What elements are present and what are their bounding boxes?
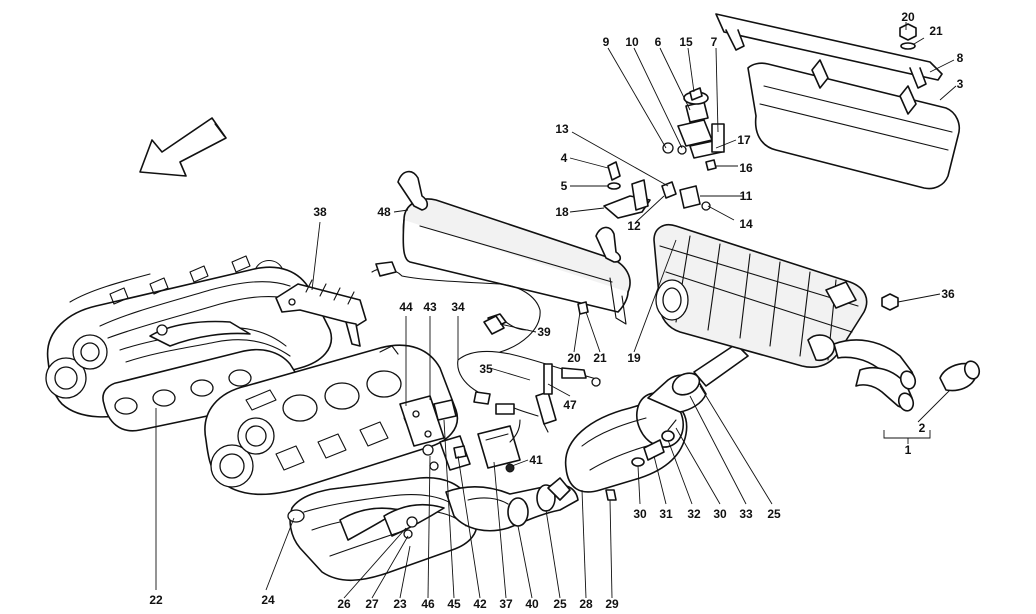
arrow-icon [139,117,227,177]
leader-lines [155,22,957,599]
callout-28: 28 [579,597,593,611]
callout-34: 34 [451,300,465,314]
callout-30-left: 30 [633,507,647,521]
callout-27: 27 [365,597,379,611]
callout-33: 33 [739,507,753,521]
cylinder-head-rear [45,255,333,418]
tail-tip [939,360,981,392]
callout-13: 13 [555,122,569,136]
callout-18: 18 [555,205,569,219]
callout-36: 36 [941,287,955,301]
fasteners-lower [403,419,677,539]
callout-19: 19 [627,351,641,365]
bracket-11 [661,181,711,211]
callout-30-right: 30 [713,507,727,521]
callout-7: 7 [711,35,718,49]
callout-16: 16 [739,161,753,175]
bracket-38 [275,279,367,347]
callout-labels: 20 21 8 3 9 10 6 15 7 17 16 11 14 13 12 … [149,10,963,611]
callout-14: 14 [739,217,753,231]
callout-17: 17 [737,133,751,147]
front-downpipe [445,484,579,532]
callout-25-right: 25 [767,507,781,521]
callout-15: 15 [679,35,693,49]
callout-20-mid: 20 [567,351,581,365]
callout-29: 29 [605,597,619,611]
callout-22: 22 [149,593,163,607]
cylinder-head-front [204,344,459,496]
sensor-bracket-44 [399,395,471,471]
nut-20-21 [899,23,917,50]
callout-8: 8 [957,51,964,65]
callout-1: 1 [905,443,912,457]
hanger-assembly [662,87,725,171]
callout-31: 31 [659,507,673,521]
callout-32: 32 [687,507,701,521]
callout-2: 2 [919,421,926,435]
muffler-assembly [653,224,868,368]
bracket-18 [603,161,651,219]
callout-21-mid: 21 [593,351,607,365]
bracket-19-21 [577,301,589,315]
callout-5: 5 [561,179,568,193]
callout-39: 39 [537,325,551,339]
callout-10: 10 [625,35,639,49]
callout-38: 38 [313,205,327,219]
callout-6: 6 [655,35,662,49]
callout-48: 48 [377,205,391,219]
heat-shield-upper [715,13,961,190]
tail-pipes [833,339,917,412]
callout-20-top: 20 [901,10,915,24]
callout-47: 47 [563,398,577,412]
callout-45: 45 [447,597,461,611]
sensor-module-37 [477,419,521,469]
callout-11: 11 [740,189,753,203]
callout-12: 12 [627,219,641,233]
callout-3: 3 [957,77,964,91]
callout-25-bottom: 25 [553,597,567,611]
callout-21-top: 21 [929,24,943,38]
callout-40: 40 [525,597,539,611]
callout-41: 41 [529,453,543,467]
callout-9: 9 [603,35,610,49]
callout-37: 37 [499,597,513,611]
intermediate-pipe [693,343,749,387]
callout-23: 23 [393,597,407,611]
callout-35: 35 [479,362,493,376]
exhaust-manifold-rear [102,320,302,432]
callout-43: 43 [423,300,437,314]
callout-44: 44 [399,300,413,314]
catalytic-converter [547,372,707,501]
callout-4: 4 [561,151,568,165]
callout-42: 42 [473,597,487,611]
heat-shield-48 [397,170,631,325]
callout-24: 24 [261,593,275,607]
callout-26: 26 [337,597,351,611]
connector-39 [483,315,505,335]
lambda-sensor [457,350,601,433]
bolt-36 [881,293,899,311]
callout-46: 46 [421,597,435,611]
